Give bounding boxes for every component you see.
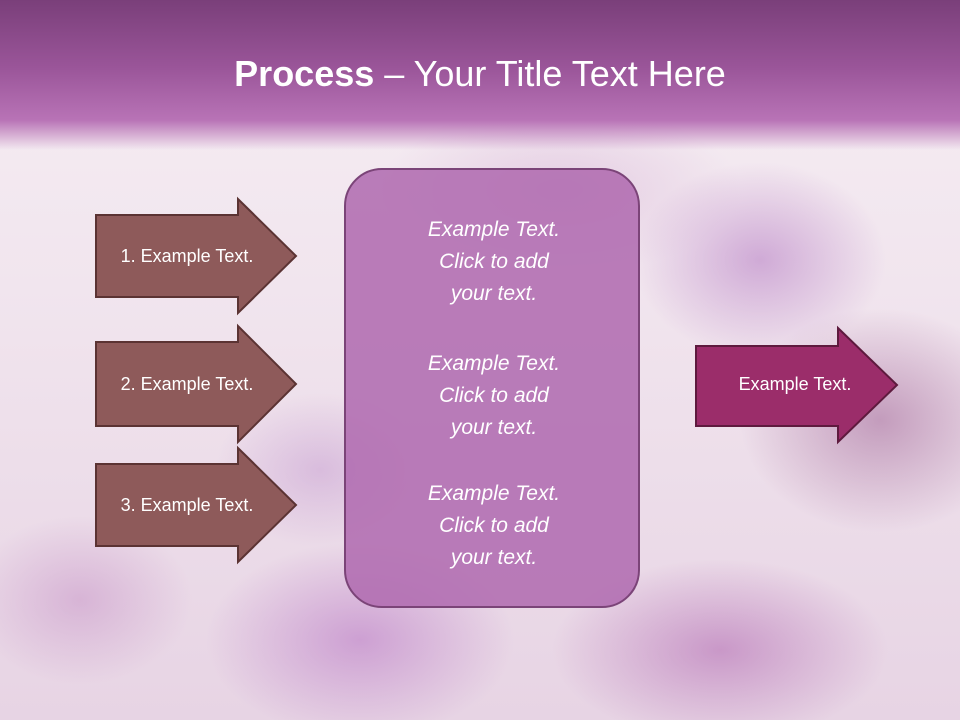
left-arrow-1-label: 1. Example Text. [120, 246, 254, 266]
paragraph-2-line-1: Example Text. [427, 352, 561, 375]
paragraph-3-line-1: Example Text. [427, 482, 561, 505]
paragraph-3-line-2: Click to add [439, 514, 549, 537]
left-arrow-3-label: 3. Example Text. [120, 495, 254, 515]
paragraph-1-line-3: your text. [450, 282, 538, 305]
center-text-box[interactable]: Example Text. Click to add your text. Ex… [344, 168, 640, 608]
center-paragraph-1: Example Text. Click to add your text. [346, 214, 642, 310]
page-title[interactable]: Process – Your Title Text Here [0, 52, 960, 96]
right-arrow-shape[interactable] [695, 325, 899, 445]
center-paragraph-2: Example Text. Click to add your text. [346, 348, 642, 444]
paragraph-1-line-1: Example Text. [427, 218, 561, 241]
title-rest: – Your Title Text Here [374, 53, 726, 94]
left-arrow-1-shape[interactable] [95, 196, 298, 316]
paragraph-3-line-3: your text. [450, 546, 538, 569]
left-arrow-2-shape[interactable] [95, 323, 298, 445]
center-paragraph-3: Example Text. Click to add your text. [346, 478, 642, 574]
title-bar [0, 0, 960, 150]
title-bold: Process [234, 53, 375, 94]
right-arrow-label: Example Text. [738, 374, 852, 394]
left-arrow-2-label: 2. Example Text. [120, 374, 254, 394]
left-arrow-3-shape[interactable] [95, 445, 298, 565]
paragraph-2-line-3: your text. [450, 416, 538, 439]
paragraph-2-line-2: Click to add [439, 384, 549, 407]
paragraph-1-line-2: Click to add [439, 250, 549, 273]
